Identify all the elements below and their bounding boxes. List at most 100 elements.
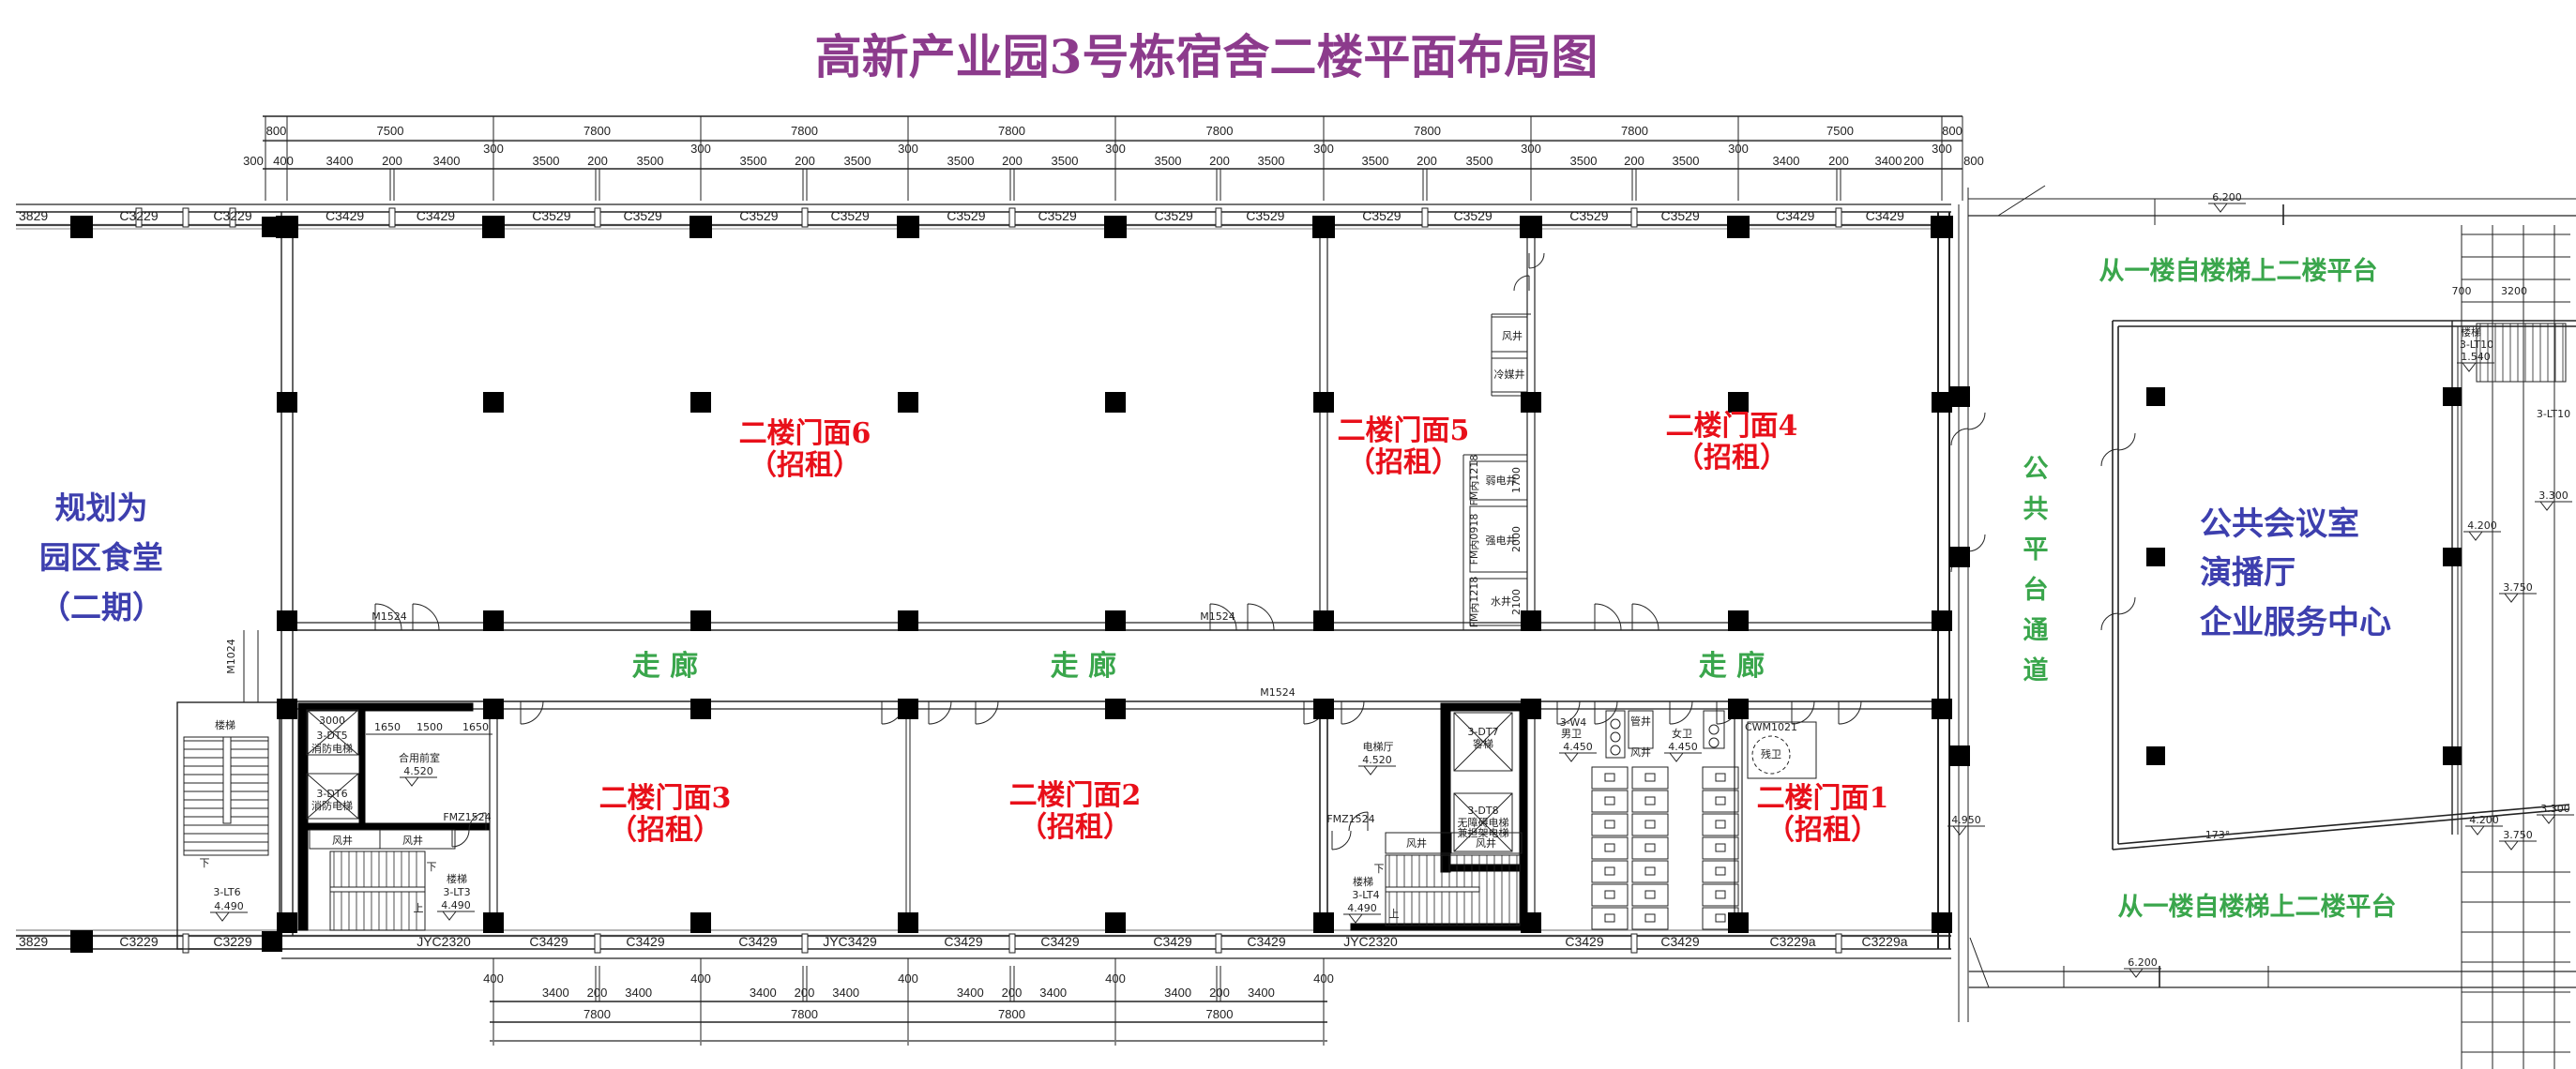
elevation-label: 4.950 (1951, 814, 1981, 826)
column (1932, 912, 1952, 933)
public-passage-label: 平 (2023, 535, 2049, 565)
dimension-label: 7800 (791, 1007, 818, 1021)
shaft (1469, 505, 1528, 573)
stair-direction: 下 (427, 861, 437, 873)
elevator-type: 消防电梯 (311, 799, 353, 812)
dimension-label: 200 (795, 154, 815, 168)
column (1728, 610, 1749, 631)
room-status-shop5: （招租） (1347, 446, 1460, 479)
column (70, 930, 93, 953)
dimension-label: 3400 (433, 154, 461, 168)
stair-label: 楼梯 (215, 718, 235, 731)
window-label: C3429 (1247, 934, 1285, 949)
stair-handrail (329, 886, 426, 893)
plan-title: 高新产业园3号栋宿舍二楼平面布局图 (815, 29, 1599, 84)
elevation-marker (2504, 840, 2519, 851)
door-swing (468, 812, 487, 831)
window-label: C3429 (529, 934, 568, 949)
window-mullion (1835, 933, 1842, 954)
window-label: C3429 (1153, 934, 1191, 949)
column (1521, 392, 1541, 413)
public-passage-label: 共 (2023, 495, 2049, 524)
dimension-label: 3500 (637, 154, 664, 168)
toilet-stall (1702, 766, 1739, 790)
door-swing (1631, 603, 1659, 631)
angle-label: 173° (2205, 829, 2231, 841)
dimension-label: 300 (1105, 142, 1126, 156)
dimension-label: 300 (483, 142, 504, 156)
dimension-label: 800 (266, 124, 287, 138)
window-label: C3229 (119, 934, 158, 949)
dimension-label: 7500 (1826, 124, 1854, 138)
meeting-room-label: 演播厅 (2200, 554, 2296, 592)
corridor-label: 走 廊 (1699, 650, 1765, 683)
elevator-car (306, 709, 359, 756)
dimension-label: 200 (382, 154, 402, 168)
column (1932, 699, 1952, 719)
window-label: C3429 (626, 934, 664, 949)
shaft-label: 风井 (1476, 836, 1496, 850)
wall-line (1969, 937, 1990, 988)
canteen-label: （二期） (39, 589, 163, 625)
meeting-room-label: 公共会议室 (2200, 505, 2359, 543)
dimension-label: 3500 (533, 154, 560, 168)
stair-direction: 上 (414, 902, 424, 914)
elevator-car (1453, 712, 1513, 772)
shear-wall (1519, 702, 1528, 931)
elevation-label: 6.200 (2128, 956, 2158, 969)
door-swing (412, 603, 440, 631)
elevation-label: 3.300 (2538, 489, 2568, 502)
dimension-label: 3400 (750, 986, 777, 1000)
window-label: C3429 (738, 934, 777, 949)
column (2443, 548, 2462, 566)
column (1312, 216, 1335, 238)
window-mullion (801, 207, 809, 228)
window-label: C3529 (532, 208, 570, 223)
dimension-label: 2100 (1510, 589, 1523, 615)
column (2443, 746, 2462, 765)
window-label: C3529 (1038, 208, 1076, 223)
column (262, 931, 282, 952)
window-mullion (594, 933, 601, 954)
column (1931, 216, 1953, 238)
door-label: FM丙1218 (1468, 455, 1480, 506)
left-stair-enclosure (176, 701, 280, 950)
column (1521, 912, 1541, 933)
window-mullion (1215, 207, 1222, 228)
shaft-label: 管井 (1630, 715, 1651, 728)
elevation-marker (1952, 825, 1967, 836)
dimension-label: 7800 (791, 124, 818, 138)
door-label: M1524 (371, 610, 407, 623)
room-label-shop4: 二楼门面4 (1666, 410, 1798, 443)
toilet-fixture (1715, 890, 1726, 899)
platform-label-bottom: 从一楼自楼梯上二楼平台 (2118, 892, 2397, 922)
toilet-stall (1631, 883, 1669, 907)
room-label: 残卫 (1761, 747, 1781, 760)
wall-line (1453, 792, 1513, 852)
stair-direction: 上 (1389, 908, 1400, 920)
column (897, 216, 919, 238)
toilet-fixture (1604, 773, 1615, 782)
column (898, 699, 918, 719)
door-swing (1341, 700, 1365, 725)
dimension-label: 7800 (1206, 124, 1234, 138)
column (1105, 610, 1126, 631)
toilet-fixture (1715, 843, 1726, 852)
shaft (379, 829, 456, 850)
shear-wall (1440, 702, 1451, 873)
pipe-shaft (1628, 710, 1654, 749)
washbasin (1610, 718, 1621, 730)
elevation-label: 4.520 (403, 765, 433, 777)
toilet-fixture (1715, 866, 1726, 876)
dimension-label: 3500 (947, 154, 975, 168)
column (1520, 216, 1542, 238)
shaft-label: 风井 (402, 834, 423, 847)
elevator-type: 无障碍电梯 (1458, 816, 1509, 829)
elevation-marker (2468, 531, 2483, 541)
toilet-fixture (1644, 796, 1656, 806)
dimension-label: 3500 (740, 154, 767, 168)
door-swing (2117, 596, 2136, 615)
toilet-stall (1631, 813, 1669, 836)
elevation-marker (2462, 362, 2477, 372)
toilet-stall (1591, 860, 1629, 883)
